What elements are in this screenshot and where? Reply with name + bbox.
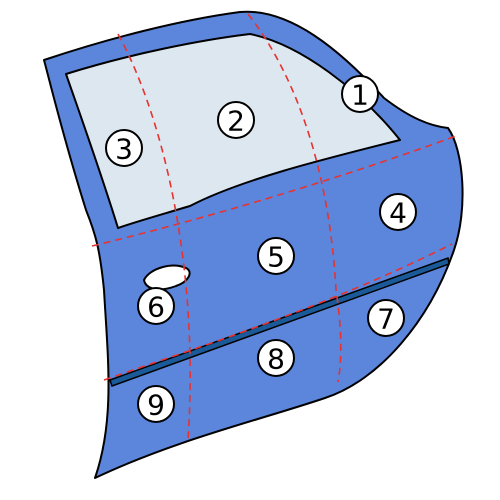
zone-3-marker: 3 [105,129,143,167]
zone-3-circle [105,129,143,167]
zone-boundaries [91,13,457,441]
zone-3-number: 3 [115,133,133,166]
zone-8-number: 8 [267,343,285,376]
zone-5-marker: 5 [257,237,295,275]
zone-labels: 1 2 3 4 5 6 7 8 9 [105,75,417,423]
zone-6-marker: 6 [137,287,175,325]
zone-5-number: 5 [267,241,285,274]
zone-7-number: 7 [377,303,395,336]
zone-6-number: 6 [147,291,165,324]
zone-4-number: 4 [389,197,407,230]
zone-5-circle [257,237,295,275]
boundary-front-vertical [117,33,191,441]
zone-1-circle [341,75,379,113]
zone-2-marker: 2 [217,101,255,139]
zone-7-marker: 7 [367,299,405,337]
zone-4-marker: 4 [379,193,417,231]
zone-9-number: 9 [147,389,165,422]
zone-2-number: 2 [227,105,245,138]
zone-9-marker: 9 [137,385,175,423]
zone-8-circle [257,339,295,377]
zone-1-number: 1 [351,79,369,112]
zone-2-circle [217,101,255,139]
boundary-belt-line [91,135,457,247]
boundary-rear-vertical [247,13,342,383]
zone-9-circle [137,385,175,423]
zone-6-circle [137,287,175,325]
zone-7-circle [367,299,405,337]
boundary-waist-line [103,243,453,381]
zone-4-circle [379,193,417,231]
zone-1-marker: 1 [341,75,379,113]
zone-8-marker: 8 [257,339,295,377]
trim-strip [109,256,450,387]
